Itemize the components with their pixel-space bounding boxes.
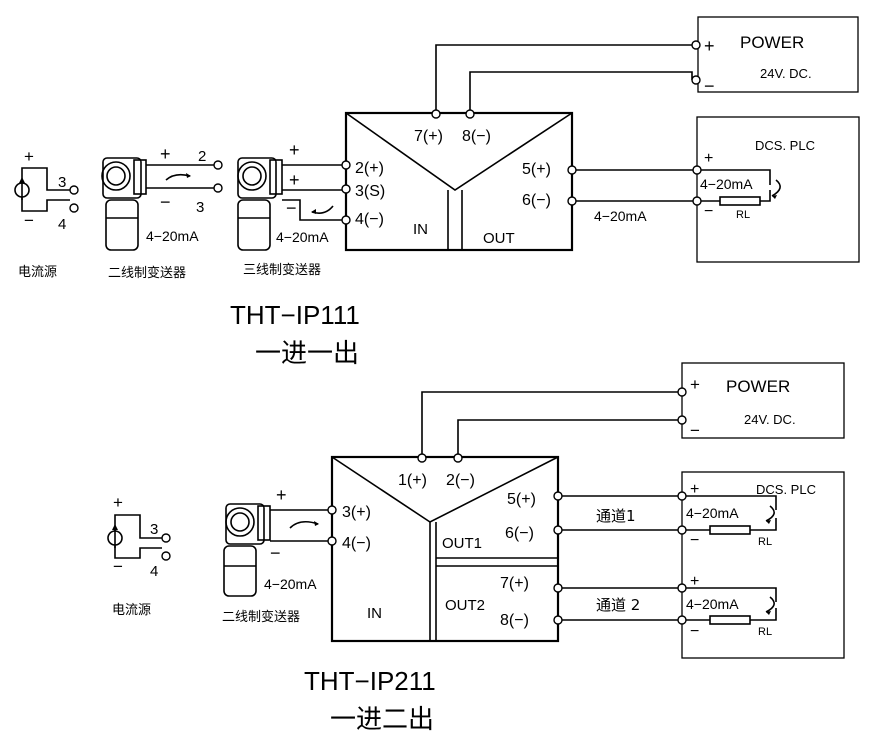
power-plus: + xyxy=(704,36,715,56)
current-loop-arrow xyxy=(771,179,781,197)
svg-text:DCS. PLC: DCS. PLC xyxy=(756,482,816,497)
svg-text:+: + xyxy=(690,375,700,394)
terminal-7-label: 7(+) xyxy=(414,128,443,145)
svg-text:−: − xyxy=(690,532,699,549)
svg-text:−: − xyxy=(160,192,171,212)
svg-text:−: − xyxy=(270,543,281,563)
svg-text:+: + xyxy=(690,573,699,590)
two-wire-transmitter-2: + − 4−20mA 二线制变送器 xyxy=(222,485,328,625)
current-source-2: + − 3 4 电流源 xyxy=(107,493,171,618)
model-title-2: THT−IP211 xyxy=(304,666,436,696)
svg-text:6(−): 6(−) xyxy=(505,525,534,542)
svg-text:4−20mA: 4−20mA xyxy=(264,576,317,592)
svg-text:24V. DC.: 24V. DC. xyxy=(744,412,796,427)
diagram-tht-ip111: POWER 24V. DC. + − 7(+) 8(−) 2(+) 3(S) 4… xyxy=(14,16,860,369)
three-wire-signal: 4−20mA xyxy=(276,229,329,245)
source-term-4: 4 xyxy=(58,216,66,233)
power-minus-terminal xyxy=(691,75,701,85)
two-wire-signal: 4−20mA xyxy=(146,228,199,244)
line-signal-label: 4−20mA xyxy=(594,208,647,224)
dcs-plc-box: DCS. PLC + − 4−20mA RL xyxy=(692,116,860,263)
power-minus: − xyxy=(704,76,715,96)
terminal-7-plus xyxy=(431,109,441,119)
channel-1-label: 通道1 xyxy=(596,507,636,525)
svg-text:−: − xyxy=(24,211,34,230)
module-ip111: 7(+) 8(−) 2(+) 3(S) 4(−) 5(+) 6(−) IN OU… xyxy=(341,109,577,252)
svg-text:3(+): 3(+) xyxy=(342,504,371,521)
svg-text:+: + xyxy=(276,485,287,505)
dcs-title: DCS. PLC xyxy=(755,138,815,153)
power-minus-wire xyxy=(469,71,693,110)
dcs-minus: − xyxy=(704,203,713,220)
resistor-label: RL xyxy=(736,209,750,221)
in-label: IN xyxy=(413,221,428,238)
svg-text:−: − xyxy=(690,623,699,640)
svg-text:4: 4 xyxy=(150,563,158,580)
terminal-8-label: 8(−) xyxy=(462,128,491,145)
model-subtitle-1: 一进一出 xyxy=(255,339,359,369)
svg-text:2: 2 xyxy=(198,148,206,165)
svg-text:+: + xyxy=(160,144,171,164)
svg-text:+: + xyxy=(690,481,699,498)
svg-text:4(−): 4(−) xyxy=(342,535,371,552)
power-voltage: 24V. DC. xyxy=(760,66,812,81)
svg-text:8(−): 8(−) xyxy=(500,612,529,629)
power-title: POWER xyxy=(740,33,804,52)
two-wire-transmitter-1: + − 2 3 4−20mA 二线制变送器 xyxy=(101,144,223,281)
svg-text:IN: IN xyxy=(367,605,382,622)
svg-text:−: − xyxy=(286,198,297,218)
model-subtitle-2: 一进二出 xyxy=(330,705,434,735)
dcs-plus: + xyxy=(704,150,713,167)
svg-text:+: + xyxy=(289,140,300,160)
diagram-tht-ip211: POWER 24V. DC. + − 1(+) 2(−) 3(+) 4(−) 5… xyxy=(107,362,845,735)
svg-text:−: − xyxy=(113,557,123,576)
svg-text:+: + xyxy=(113,493,123,512)
out-label: OUT xyxy=(483,230,515,247)
dcs-plc-box-2: DCS. PLC + − + − 4−20mA RL 4−20mA RL xyxy=(677,471,845,659)
svg-text:OUT2: OUT2 xyxy=(445,597,485,614)
current-source-label: 电流源 xyxy=(18,265,57,280)
current-source-1: + − 3 4 电流源 xyxy=(14,147,79,280)
svg-text:电流源: 电流源 xyxy=(112,603,151,618)
power-supply-box-2: POWER 24V. DC. + − xyxy=(677,362,845,440)
terminal-5-label: 5(+) xyxy=(522,161,551,178)
svg-text:3: 3 xyxy=(150,521,158,538)
svg-text:二线制变送器: 二线制变送器 xyxy=(222,609,300,625)
svg-text:POWER: POWER xyxy=(726,377,790,396)
terminal-6-label: 6(−) xyxy=(522,192,551,209)
svg-text:3: 3 xyxy=(196,199,204,216)
terminal-4-label: 4(−) xyxy=(355,211,384,228)
source-term-3: 3 xyxy=(58,174,66,191)
svg-text:RL: RL xyxy=(758,626,772,638)
power-plus-terminal xyxy=(691,40,701,50)
dcs-signal: 4−20mA xyxy=(700,176,753,192)
svg-text:2(−): 2(−) xyxy=(446,472,475,489)
svg-text:5(+): 5(+) xyxy=(507,491,536,508)
svg-text:4−20mA: 4−20mA xyxy=(686,505,739,521)
svg-text:7(+): 7(+) xyxy=(500,575,529,592)
terminal-3-label: 3(S) xyxy=(355,183,385,200)
power-supply-box: POWER 24V. DC. + − xyxy=(697,16,859,96)
svg-text:OUT1: OUT1 xyxy=(442,535,482,552)
terminal-8-minus xyxy=(465,109,475,119)
svg-text:4−20mA: 4−20mA xyxy=(686,596,739,612)
svg-text:+: + xyxy=(289,170,300,190)
svg-text:−: − xyxy=(690,421,700,440)
svg-text:+: + xyxy=(24,147,34,166)
terminal-2-label: 2(+) xyxy=(355,160,384,177)
power-plus-wire xyxy=(435,44,692,110)
two-wire-label: 二线制变送器 xyxy=(108,265,186,281)
channel-2-label: 通道 2 xyxy=(596,596,640,614)
model-title-1: THT−IP111 xyxy=(230,300,360,330)
three-wire-label: 三线制变送器 xyxy=(243,262,321,278)
svg-text:1(+): 1(+) xyxy=(398,472,427,489)
module-ip211: 1(+) 2(−) 3(+) 4(−) 5(+) 6(−) 7(+) 8(−) … xyxy=(327,453,563,643)
resistor-rl xyxy=(719,196,761,206)
svg-text:RL: RL xyxy=(758,536,772,548)
three-wire-transmitter-1: + + − 4−20mA 三线制变送器 xyxy=(237,140,342,278)
